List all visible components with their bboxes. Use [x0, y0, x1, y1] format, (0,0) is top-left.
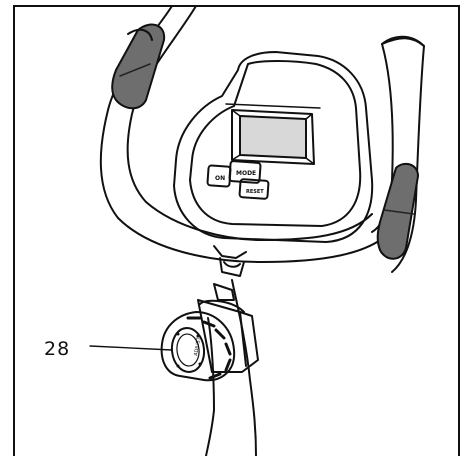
handlebar-post — [205, 245, 257, 456]
console-body — [173, 51, 374, 243]
post-right-edge — [231, 279, 257, 456]
console — [173, 51, 374, 243]
reset-button — [238, 178, 270, 200]
handlebar-right-outer — [381, 37, 425, 273]
reset-button-label: RESET — [246, 189, 264, 195]
knob-face-lettering: ADJUST — [193, 336, 202, 356]
mode-button-label: MODE — [236, 170, 256, 177]
knob-body — [160, 311, 236, 382]
handlebar-right-cap — [381, 35, 425, 47]
figure-frame — [13, 5, 460, 456]
knob-face — [170, 327, 206, 373]
post-left-edge — [205, 317, 215, 456]
callout-number: 28 — [44, 338, 71, 360]
console-buttons: ON MODE RESET — [206, 160, 270, 200]
left-pulse-grip — [111, 23, 166, 110]
console-bezel — [189, 60, 362, 227]
on-button-label: ON — [215, 175, 225, 182]
right-pulse-grip — [376, 162, 419, 260]
mode-button — [228, 160, 262, 184]
adjustment-knob: ADJUST — [160, 299, 259, 382]
post-clamp — [213, 245, 247, 259]
callout-leader-line — [89, 345, 173, 351]
console-display — [239, 115, 307, 159]
